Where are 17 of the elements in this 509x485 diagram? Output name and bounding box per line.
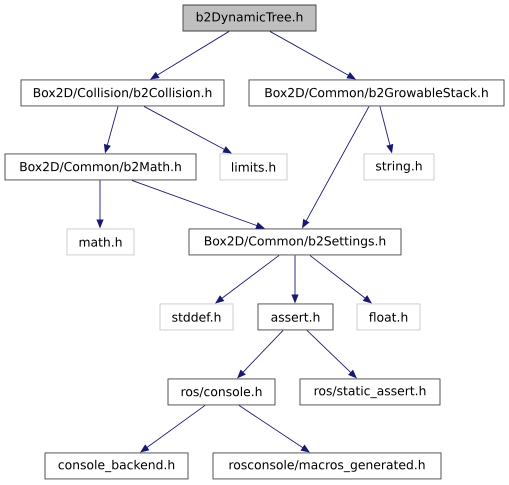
arrow [306,330,357,378]
header-file-box: math.h [66,228,134,256]
header-file-box: limits.h [220,154,288,180]
header-file-box: console_backend.h [44,452,188,480]
header-file-box: assert.h [258,304,334,330]
header-file-box: b2DynamicTree.h [182,4,316,32]
header-file-box: Box2D/Common/b2Settings.h [188,228,402,256]
header-file-box: float.h [356,304,420,330]
header-file-box: string.h [364,154,434,180]
header-file-box: ros/static_assert.h [300,378,440,406]
header-file-box: stddef.h [160,304,234,330]
header-file-box: Box2D/Common/b2Math.h [4,154,196,180]
header-file-box: Box2D/Common/b2GrowableStack.h [248,80,504,106]
header-file-box: Box2D/Collision/b2Collision.h [20,80,224,106]
arrow [237,330,284,378]
header-file-box: ros/console.h [168,378,276,406]
header-file-box: rosconsole/macros_generated.h [212,452,442,480]
